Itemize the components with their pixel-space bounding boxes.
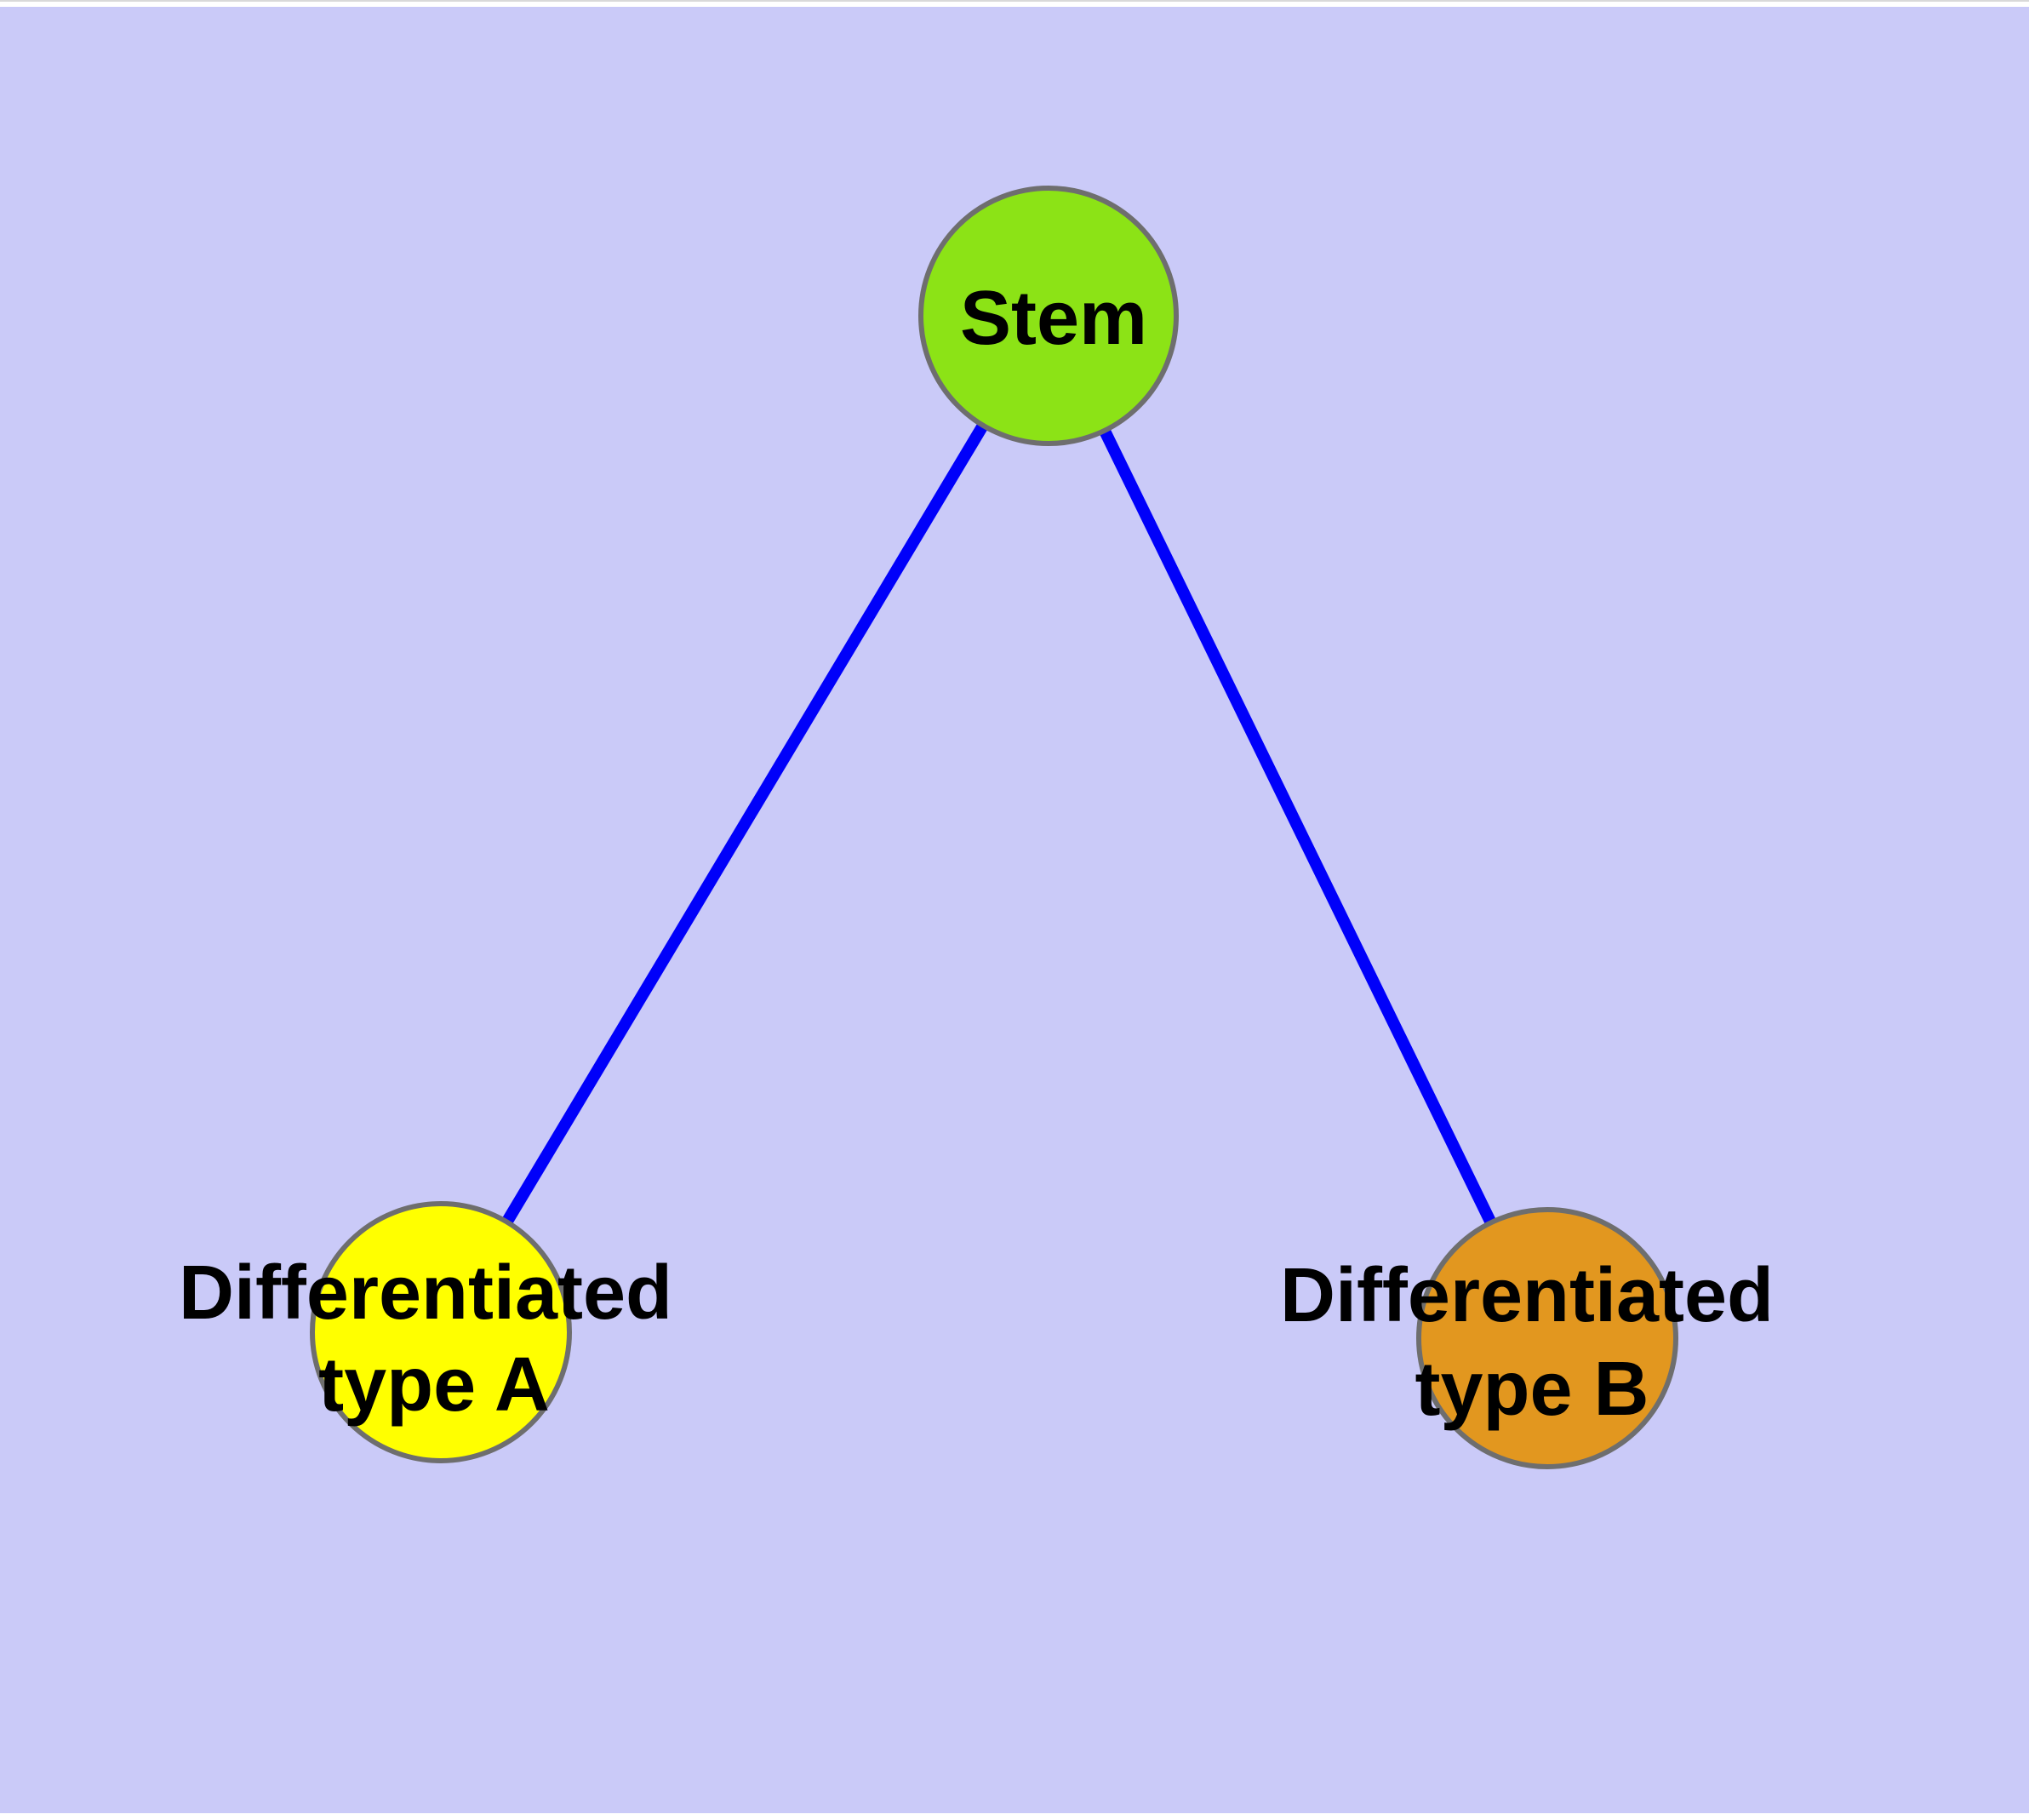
node-differentiated-type-b[interactable] <box>1416 1207 1678 1469</box>
node-type-a-label-line1: Differentiated <box>179 1251 672 1336</box>
node-type-b-label-line2: type B <box>1415 1347 1649 1432</box>
node-stem-label: Stem <box>960 276 1147 361</box>
node-type-b-label-line1: Differentiated <box>1280 1253 1774 1338</box>
edge-stem-to-type-a <box>435 312 1055 1336</box>
node-stem[interactable] <box>918 186 1179 446</box>
node-differentiated-type-a[interactable] <box>310 1201 572 1463</box>
top-hairline <box>0 0 2029 2</box>
edge-stem-to-type-b <box>1043 312 1553 1342</box>
node-type-a-label-line2: type A <box>318 1342 550 1428</box>
